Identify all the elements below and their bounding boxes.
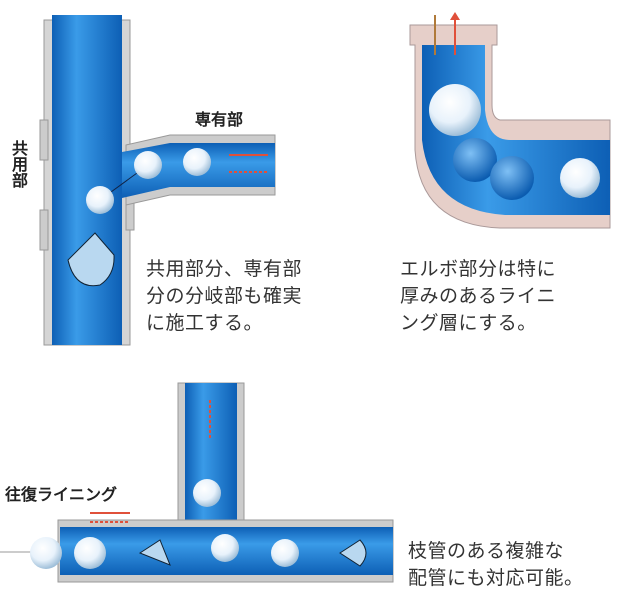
caption-line: 分の分岐部も確実	[146, 285, 303, 307]
lining-ball	[30, 537, 62, 569]
caption-line: ング層にする。	[400, 312, 537, 334]
caption-line: に施工する。	[146, 312, 264, 334]
common-part-label: 共用部	[9, 140, 28, 188]
caption-line: 共用部分、専有部	[146, 258, 303, 280]
lining-ball	[490, 156, 534, 200]
lining-ball	[183, 148, 211, 176]
branch-pipe-illustration	[39, 15, 276, 346]
lining-ball	[429, 84, 481, 136]
lining-ball	[211, 534, 239, 562]
private-part-label: 専有部	[195, 110, 244, 129]
lining-ball	[193, 479, 221, 507]
pipe-coupling	[39, 209, 49, 251]
caption-line: エルボ部分は特に	[400, 258, 557, 280]
arrow-up-head-icon	[450, 12, 460, 20]
lining-ball	[74, 537, 106, 569]
caption-line: 枝管のある複雑な	[408, 540, 565, 562]
lining-cup	[138, 539, 171, 566]
common-riser-pipe	[52, 15, 122, 345]
caption-line: 配管にも対応可能。	[408, 567, 584, 589]
elbow-pipe-illustration	[409, 12, 611, 229]
lining-ball	[271, 539, 299, 567]
round-trip-lining-label: 往復ライニング	[5, 485, 118, 504]
caption-line: 厚みのあるライニ	[400, 285, 557, 307]
lining-ball	[453, 138, 497, 182]
lining-ball	[86, 186, 114, 214]
lining-cup	[67, 232, 115, 287]
elbow-caption: エルボ部分は特に 厚みのあるライニ ング層にする。	[400, 256, 556, 337]
complex-caption: 枝管のある複雑な 配管にも対応可能。	[408, 538, 584, 592]
lining-ball	[560, 158, 600, 198]
lining-ball	[134, 151, 162, 179]
pipe-coupling	[39, 119, 49, 161]
complex-pipe-illustration	[0, 382, 394, 583]
branch-caption: 共用部分、専有部 分の分岐部も確実 に施工する。	[146, 256, 302, 337]
lining-cup	[339, 539, 367, 567]
